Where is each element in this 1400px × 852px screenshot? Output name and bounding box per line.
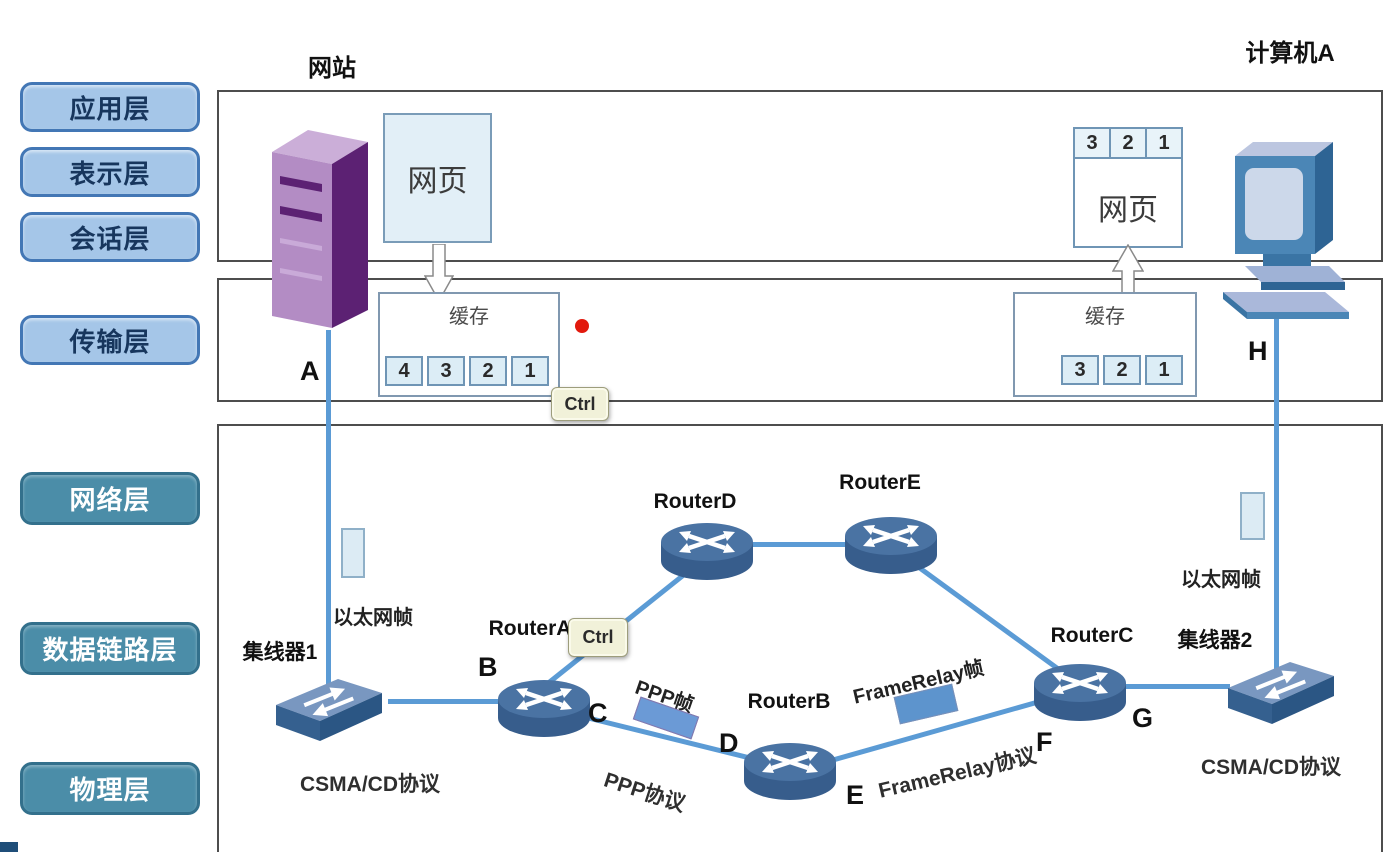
link-routerD-routerE [742,542,854,547]
csmacd-protocol-label-right: CSMA/CD协议 [1201,756,1341,779]
hub1-icon [276,679,382,741]
routerE-label: RouterE [839,471,921,494]
buffer-label-left: 缓存 [449,306,489,328]
port-label-A: A [300,356,320,386]
ctrl-key-tooltip-1: Ctrl [551,387,609,421]
layer-pill-presentation: 表示层 [20,147,200,197]
webpage-label-right: 网页 [1098,194,1158,227]
routerA-label: RouterA [488,617,572,640]
red-dot-marker [575,319,589,333]
computer-title: 计算机A [1245,40,1335,67]
link-routerC-hub2 [1108,684,1230,689]
csmacd-protocol-label-left: CSMA/CD协议 [300,773,440,796]
website-title: 网站 [308,55,356,82]
webpage-label-left: 网页 [407,165,468,198]
segment-cell: 2 [469,356,507,386]
lower-layers-box [217,424,1383,852]
routerC-label: RouterC [1050,624,1134,647]
ethernet-frame-label-left: 以太网帧 [333,607,413,629]
port-label-D: D [719,728,739,758]
routerC-icon [1034,664,1126,721]
segment-cell: 3 [1061,355,1099,385]
segment-cell: 1 [1145,355,1183,385]
segment-cell: 1 [511,356,549,386]
routerD-label: RouterD [653,490,737,513]
transport-layer-box [217,278,1383,402]
layer-pill-transport: 传输层 [20,315,200,365]
port-label-F: F [1036,727,1053,757]
ethernet-frame-icon-left [341,528,365,578]
segment-cell: 2 [1103,355,1141,385]
routerA-icon [498,680,590,737]
layer-pill-application: 应用层 [20,82,200,132]
server-icon [272,130,368,328]
link-computer-hub2 [1274,316,1279,672]
segment-cell: 1 [1147,129,1181,159]
layer-pill-physical: 物理层 [20,762,200,815]
link-server-hub1 [326,330,331,698]
segment-cell: 2 [1111,129,1147,159]
ethernet-frame-label-right: 以太网帧 [1181,569,1261,591]
layer-pill-session: 会话层 [20,212,200,262]
port-label-E: E [846,780,865,810]
segment-cell: 4 [385,356,423,386]
routerE-icon [845,517,937,574]
segment-cell: 3 [1075,129,1111,159]
port-label-C: C [588,698,608,728]
port-label-B: B [478,652,498,682]
upper-layers-box [217,90,1383,262]
segment-cell: 3 [427,356,465,386]
layer-pill-datalink: 数据链路层 [20,622,200,675]
down-arrow-icon [424,244,454,302]
webpage-box-left: 网页 [383,113,492,243]
port-label-H: H [1248,336,1268,366]
hub1-label: 集线器1 [242,641,318,664]
ctrl-key-tooltip-2: Ctrl [568,618,628,657]
computer-icon [1223,142,1349,319]
port-label-G: G [1132,703,1154,733]
routerB-label: RouterB [747,690,831,713]
routerB-icon [744,743,836,800]
link-hub1-routerA [388,699,516,704]
routerD-icon [661,523,753,580]
buffer-label-right: 缓存 [1085,306,1125,328]
ethernet-frame-icon-right [1240,492,1265,540]
hub2-label: 集线器2 [1177,629,1253,652]
hub2-icon [1228,662,1334,724]
webpage-segments-row: 3 2 1 [1075,129,1181,159]
corner-bar [0,842,18,852]
layer-pill-network: 网络层 [20,472,200,525]
